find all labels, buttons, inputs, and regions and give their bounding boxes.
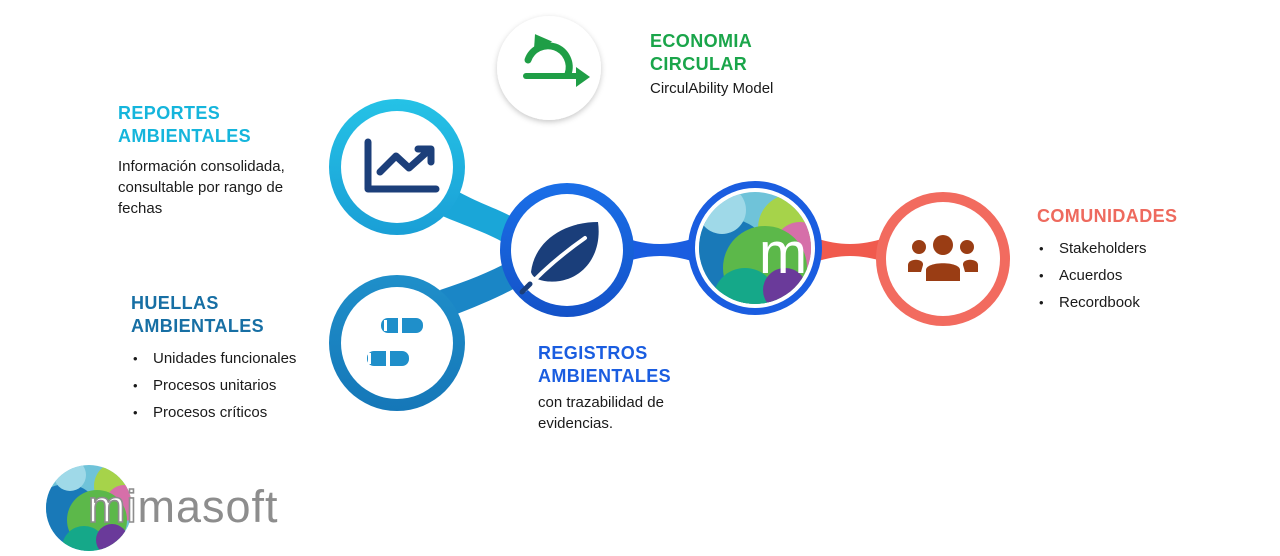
title-line: AMBIENTALES [118, 126, 252, 146]
reportes-ambientales-title: REPORTES AMBIENTALES [118, 102, 251, 148]
list-item: Acuerdos [1037, 265, 1147, 292]
desc-line: fechas [118, 200, 163, 217]
trend-chart-icon [364, 138, 440, 193]
mimasoft-logo-wordmark: mimasoft [87, 481, 279, 533]
desc-line: evidencias. [538, 415, 614, 432]
list-item: Recordbook [1037, 292, 1147, 319]
title-line: CIRCULAR [650, 54, 748, 74]
list-item: Unidades funcionales [131, 348, 296, 375]
people-group-icon [908, 235, 978, 281]
comunidades-list: Stakeholders Acuerdos Recordbook [1037, 238, 1147, 319]
title-line: AMBIENTALES [131, 316, 265, 336]
huellas-node [329, 275, 465, 411]
footprints-icon [367, 318, 423, 366]
comunidades-node [876, 192, 1010, 326]
title-line: REPORTES [118, 103, 221, 123]
center-node: m [688, 181, 822, 315]
economia-circular-title: ECONOMIA CIRCULAR [650, 30, 752, 76]
circular-arrow-icon [523, 34, 590, 87]
list-item: Procesos unitarios [131, 375, 296, 402]
registros-ambientales-title: REGISTROS AMBIENTALES [538, 342, 671, 388]
mimasoft-logo-icon [46, 465, 132, 551]
comunidades-title: COMUNIDADES [1037, 206, 1178, 226]
reportes-ambientales-desc: Información consolidada, consultable por… [118, 156, 328, 219]
registros-node [500, 183, 634, 317]
registros-ambientales-desc: con trazabilidad de evidencias. [538, 392, 708, 434]
logo-prefix: mi [87, 481, 138, 533]
economia-circular-desc: CirculAbility Model [650, 80, 774, 97]
huellas-ambientales-list: Unidades funcionales Procesos unitarios … [131, 348, 296, 429]
logo-rest: masoft [137, 481, 279, 532]
list-item: Stakeholders [1037, 238, 1147, 265]
desc-line: Información consolidada, [118, 158, 285, 175]
center-letter: m [759, 221, 807, 286]
title-line: REGISTROS [538, 343, 648, 363]
reportes-node [329, 99, 465, 235]
desc-line: con trazabilidad de [538, 394, 664, 411]
huellas-ambientales-title: HUELLAS AMBIENTALES [131, 292, 264, 338]
title-line: AMBIENTALES [538, 366, 672, 386]
leaf-icon [519, 222, 599, 295]
title-line: HUELLAS [131, 293, 219, 313]
list-item: Procesos críticos [131, 402, 296, 429]
title-line: ECONOMIA [650, 31, 753, 51]
economia-node [497, 16, 601, 120]
desc-line: consultable por rango de [118, 179, 284, 196]
